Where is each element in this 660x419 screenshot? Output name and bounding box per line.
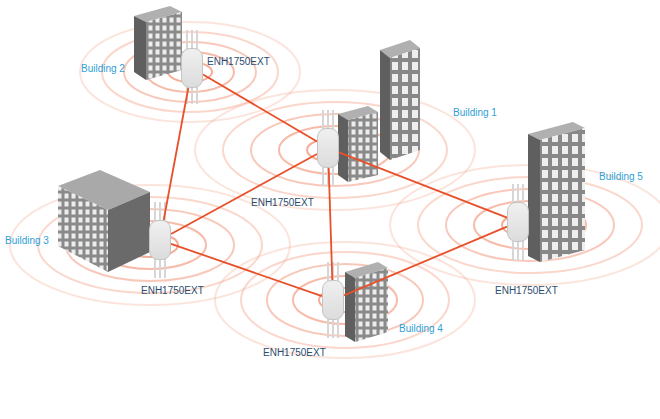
building-label: Building 1 [453, 107, 497, 118]
antenna-poles [155, 30, 523, 338]
building-4 [345, 262, 388, 342]
building-label: Building 4 [399, 323, 443, 334]
label-holder: ENH1750EXT [141, 285, 204, 297]
signal-rings [215, 242, 475, 358]
building-2 [134, 6, 182, 80]
signal-rings [195, 90, 475, 210]
access-point: Building 4ENH1750EXT [322, 280, 344, 320]
device-label: ENH1750EXT [263, 347, 326, 358]
label-holder: Building 2 [81, 63, 125, 75]
signal-rings [390, 165, 660, 285]
label-holder: Building 5 [599, 171, 643, 183]
device-label: ENH1750EXT [495, 285, 558, 296]
label-holder: ENH1750EXT [207, 56, 270, 68]
wireless-link [344, 227, 507, 296]
building-1 [338, 40, 420, 182]
label-holder: ENH1750EXT [263, 347, 326, 359]
building-label: Building 3 [5, 235, 49, 246]
wireless-link [329, 168, 333, 280]
wireless-link [164, 88, 189, 220]
building-3 [58, 170, 150, 272]
label-holder: ENH1750EXT [495, 285, 558, 297]
access-point: Building 2ENH1750EXT [181, 48, 203, 88]
signal-rings [10, 22, 660, 358]
access-point: Building 5ENH1750EXT [507, 202, 529, 242]
access-point: Building 3ENH1750EXT [149, 220, 171, 260]
device-label: ENH1750EXT [141, 285, 204, 296]
signal-rings [80, 22, 300, 122]
label-holder: ENH1750EXT [251, 197, 314, 209]
building-5 [528, 122, 585, 262]
label-holder: Building 3 [5, 235, 49, 247]
building-label: Building 2 [81, 63, 125, 74]
access-point: Building 1ENH1750EXT [317, 128, 339, 168]
label-holder: Building 4 [399, 323, 443, 335]
wireless-link [339, 152, 507, 217]
building-label: Building 5 [599, 171, 643, 182]
label-holder: Building 1 [453, 107, 497, 119]
wireless-link [203, 75, 317, 142]
signal-rings [10, 185, 290, 305]
device-label: ENH1750EXT [207, 56, 270, 67]
wireless-link [171, 154, 317, 234]
device-label: ENH1750EXT [251, 197, 314, 208]
